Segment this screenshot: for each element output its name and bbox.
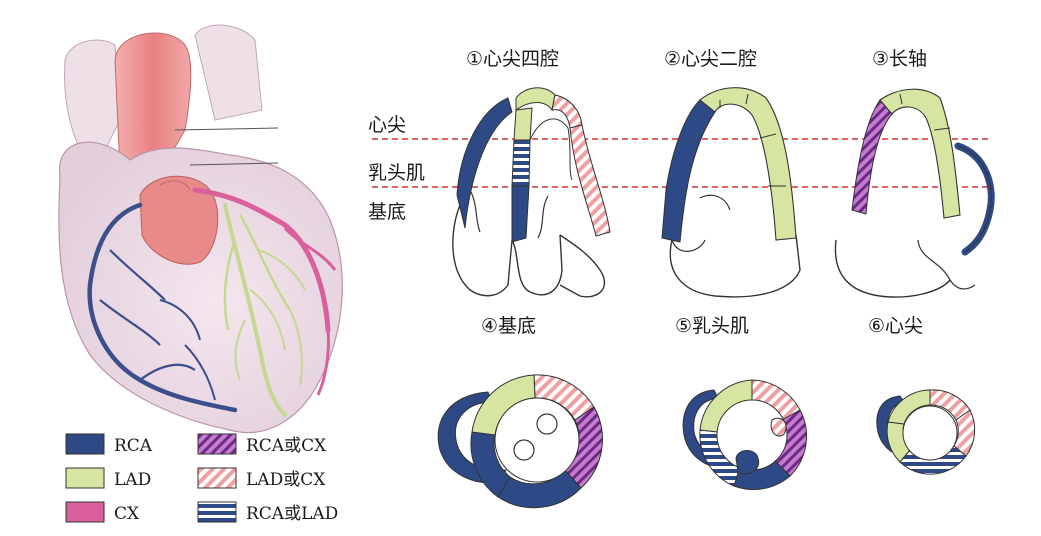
- legend-swatch-rca: [65, 433, 105, 455]
- view-papillary-sax: [682, 379, 807, 490]
- legend-label-cx: CX: [114, 504, 140, 524]
- view-title-apical-2ch: ②心尖二腔: [664, 48, 757, 70]
- view-title-apex: ⑥心尖: [868, 315, 923, 337]
- legend: RCA LAD CX RCA或CX LAD或CX RCA或LAD: [65, 433, 338, 524]
- legend-label-rca-or-lad: RCA或LAD: [246, 504, 338, 524]
- legend-label-lad: LAD: [114, 470, 151, 490]
- legend-swatch-cx: [65, 501, 105, 523]
- legend-swatch-rca-or-lad: [197, 501, 237, 523]
- level-label-papillary: 乳头肌: [368, 162, 425, 184]
- view-long-axis: [834, 88, 995, 298]
- view-title-papillary: ⑤乳头肌: [675, 315, 749, 337]
- level-label-apex: 心尖: [368, 114, 406, 136]
- view-title-long-axis: ③长轴: [872, 48, 927, 70]
- legend-swatch-lad: [65, 467, 105, 489]
- legend-label-rca: RCA: [114, 436, 153, 456]
- view-basal-sax: [437, 374, 603, 509]
- level-label-base: 基底: [368, 201, 406, 223]
- view-title-basal: ④基底: [481, 315, 536, 337]
- heart-illustration: [58, 24, 343, 434]
- view-apical-sax: [876, 389, 976, 475]
- legend-label-rca-or-cx: RCA或CX: [246, 436, 327, 456]
- legend-label-lad-or-cx: LAD或CX: [246, 470, 326, 490]
- view-apical-4ch: [452, 87, 611, 298]
- view-apical-2ch: [661, 87, 801, 298]
- legend-swatch-rca-or-cx: [197, 433, 237, 455]
- view-title-apical-4ch: ①心尖四腔: [466, 48, 559, 70]
- legend-swatch-lad-or-cx: [197, 467, 237, 489]
